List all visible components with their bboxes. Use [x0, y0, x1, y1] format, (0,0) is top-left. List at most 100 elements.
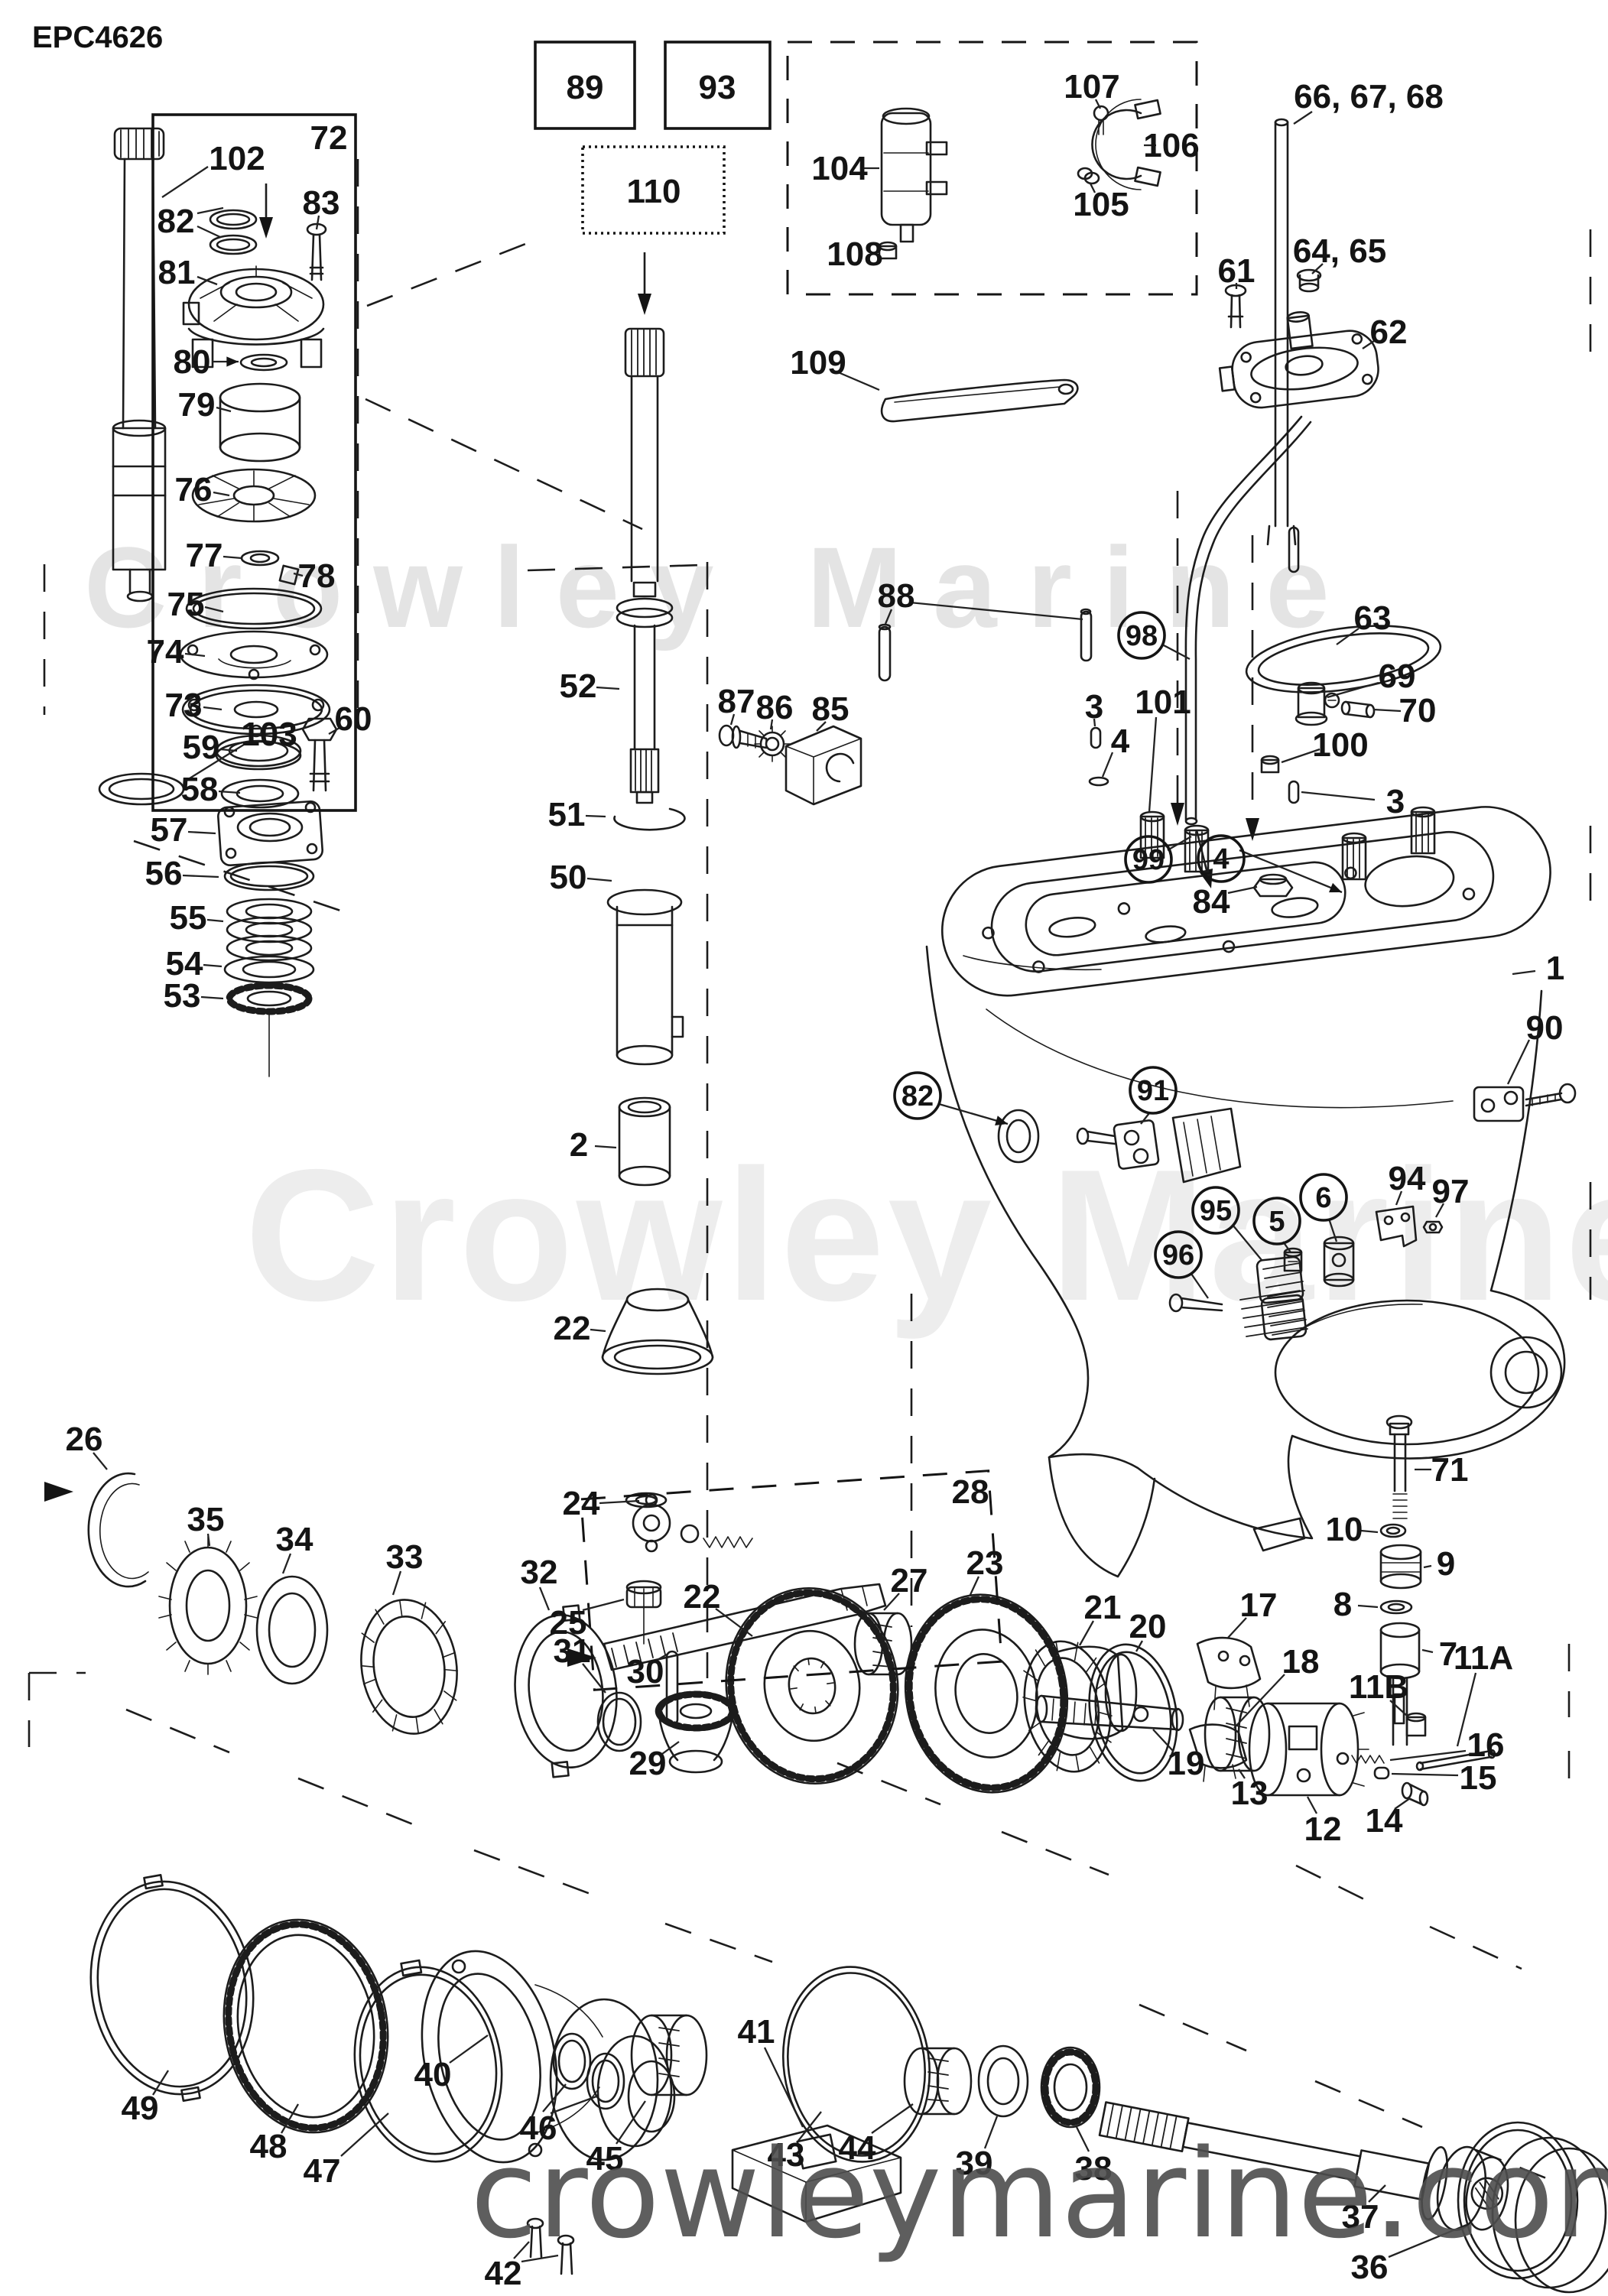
- callout-text-108: 108: [827, 235, 882, 273]
- callout-text-45: 45: [586, 2140, 624, 2177]
- callout-text-94: 94: [1389, 1160, 1426, 1197]
- callout-text-50: 50: [550, 859, 587, 896]
- callout-42: 42: [485, 2241, 559, 2292]
- callout-45: 45: [586, 2100, 646, 2177]
- callout-95: 95: [1191, 1186, 1262, 1261]
- callout-27: 27: [883, 1562, 927, 1611]
- callout-17: 17: [1227, 1586, 1277, 1638]
- callout-text-74: 74: [147, 633, 184, 671]
- callout-38: 38: [1075, 2126, 1112, 2187]
- callout-16: 16: [1389, 1726, 1505, 1764]
- callout-107: 107: [1064, 68, 1120, 109]
- callout-6: 6: [1299, 1173, 1348, 1242]
- callout-text-66-67-68: 66, 67, 68: [1294, 78, 1444, 115]
- callout-text-16: 16: [1467, 1726, 1505, 1764]
- callout-text-71: 71: [1431, 1451, 1469, 1489]
- callout-82: 82: [893, 1071, 1009, 1126]
- callout-text-55: 55: [170, 899, 207, 937]
- callout-98: 98: [1117, 611, 1191, 661]
- callout-5: 5: [1252, 1197, 1301, 1253]
- callout-text-12: 12: [1304, 1810, 1342, 1848]
- callout-text-109: 109: [790, 344, 846, 382]
- box-89: [534, 41, 636, 130]
- callout-text-7: 7: [1439, 1635, 1457, 1673]
- callout-text-36: 36: [1351, 2249, 1389, 2286]
- callout-text-30: 30: [627, 1653, 664, 1690]
- callout-text-82: 82: [901, 1080, 934, 1112]
- callout-text-91: 91: [1137, 1075, 1169, 1107]
- callout-text-31: 31: [554, 1632, 591, 1670]
- part-group-misc-pins: [1288, 526, 1300, 573]
- callout-85: 85: [812, 690, 849, 732]
- part-group-shift-rod-top: [1184, 118, 1442, 826]
- callout-text-78: 78: [298, 557, 336, 595]
- callout-text-89: 89: [567, 69, 604, 106]
- callout-text-96: 96: [1162, 1239, 1194, 1271]
- callout-105: 105: [1073, 183, 1129, 223]
- callout-91: 91: [1129, 1066, 1178, 1125]
- callout-text-84: 84: [1193, 883, 1230, 921]
- callout-21: 21: [1078, 1589, 1121, 1646]
- callout-97: 97: [1432, 1173, 1469, 1218]
- callout-60: 60: [328, 700, 372, 738]
- callout-text-53: 53: [164, 977, 201, 1015]
- callout-99: 99: [1124, 835, 1192, 884]
- callout-63: 63: [1336, 599, 1391, 645]
- callout-text-76: 76: [175, 471, 213, 508]
- callout-19: 19: [1152, 1729, 1204, 1782]
- callout-22: 22: [684, 1578, 753, 1637]
- callout-59: 59: [183, 729, 238, 766]
- arrow-26: [44, 1482, 73, 1502]
- callout-text-25: 25: [550, 1604, 587, 1642]
- callout-text-2: 2: [570, 1126, 588, 1164]
- callout-text-54: 54: [166, 945, 203, 982]
- callout-text-5: 5: [1269, 1206, 1285, 1238]
- callout-90: 90: [1506, 1009, 1563, 1085]
- callout-text-110: 110: [627, 173, 681, 210]
- callout-37: 37: [1342, 2184, 1386, 2236]
- callout-text-20: 20: [1129, 1608, 1167, 1645]
- callout-text-104: 104: [811, 150, 868, 187]
- callout-text-100: 100: [1312, 726, 1368, 764]
- callout-text-85: 85: [812, 690, 849, 728]
- callout-text-88: 88: [878, 577, 915, 615]
- callout-text-99: 99: [1132, 844, 1165, 876]
- callout-text-56: 56: [145, 855, 183, 892]
- callout-2: 2: [570, 1126, 617, 1164]
- callout-29: 29: [629, 1741, 680, 1782]
- callout-84: 84: [1193, 883, 1258, 921]
- callout-text-3: 3: [1386, 783, 1405, 820]
- part-group-prop-shaft: [903, 2044, 1608, 2294]
- callout-24: 24: [563, 1485, 640, 1522]
- callout-41: 41: [738, 2013, 804, 2128]
- callout-48: 48: [250, 2103, 299, 2165]
- callout-text-43: 43: [768, 2136, 805, 2174]
- callout-text-29: 29: [629, 1745, 667, 1782]
- box-reservoir-group: [786, 41, 1198, 296]
- part-group-bearing-carrier: [89, 1874, 931, 2275]
- callout-text-48: 48: [250, 2128, 287, 2165]
- callout-72: 72: [310, 119, 348, 157]
- part-group-anode-85: [718, 724, 862, 806]
- callout-34: 34: [276, 1521, 313, 1574]
- part-group-side-hardware: [1076, 1083, 1577, 1341]
- callout-1: 1: [1512, 950, 1564, 987]
- callout-80: 80: [174, 343, 239, 381]
- part-code: EPC4626: [32, 21, 163, 54]
- callout-103: 103: [189, 716, 297, 779]
- callout-text-82: 82: [158, 203, 195, 240]
- callout-15: 15: [1391, 1759, 1496, 1797]
- part-group-seal-stack: [215, 717, 338, 1077]
- callout-text-61: 61: [1218, 252, 1256, 290]
- part-group-center-driveshaft: [601, 327, 714, 1645]
- callout-text-62: 62: [1370, 313, 1408, 351]
- callout-text-72: 72: [310, 119, 348, 157]
- watermark-site: crowleymarine.com: [470, 2122, 1608, 2265]
- callout-101: 101: [1135, 684, 1191, 813]
- callout-26: 26: [66, 1421, 108, 1470]
- callout-text-98: 98: [1126, 620, 1158, 652]
- callout-62: 62: [1362, 313, 1408, 351]
- callout-73: 73: [165, 687, 223, 724]
- part-tool-109: [880, 378, 1079, 423]
- callout-text-39: 39: [956, 2145, 993, 2182]
